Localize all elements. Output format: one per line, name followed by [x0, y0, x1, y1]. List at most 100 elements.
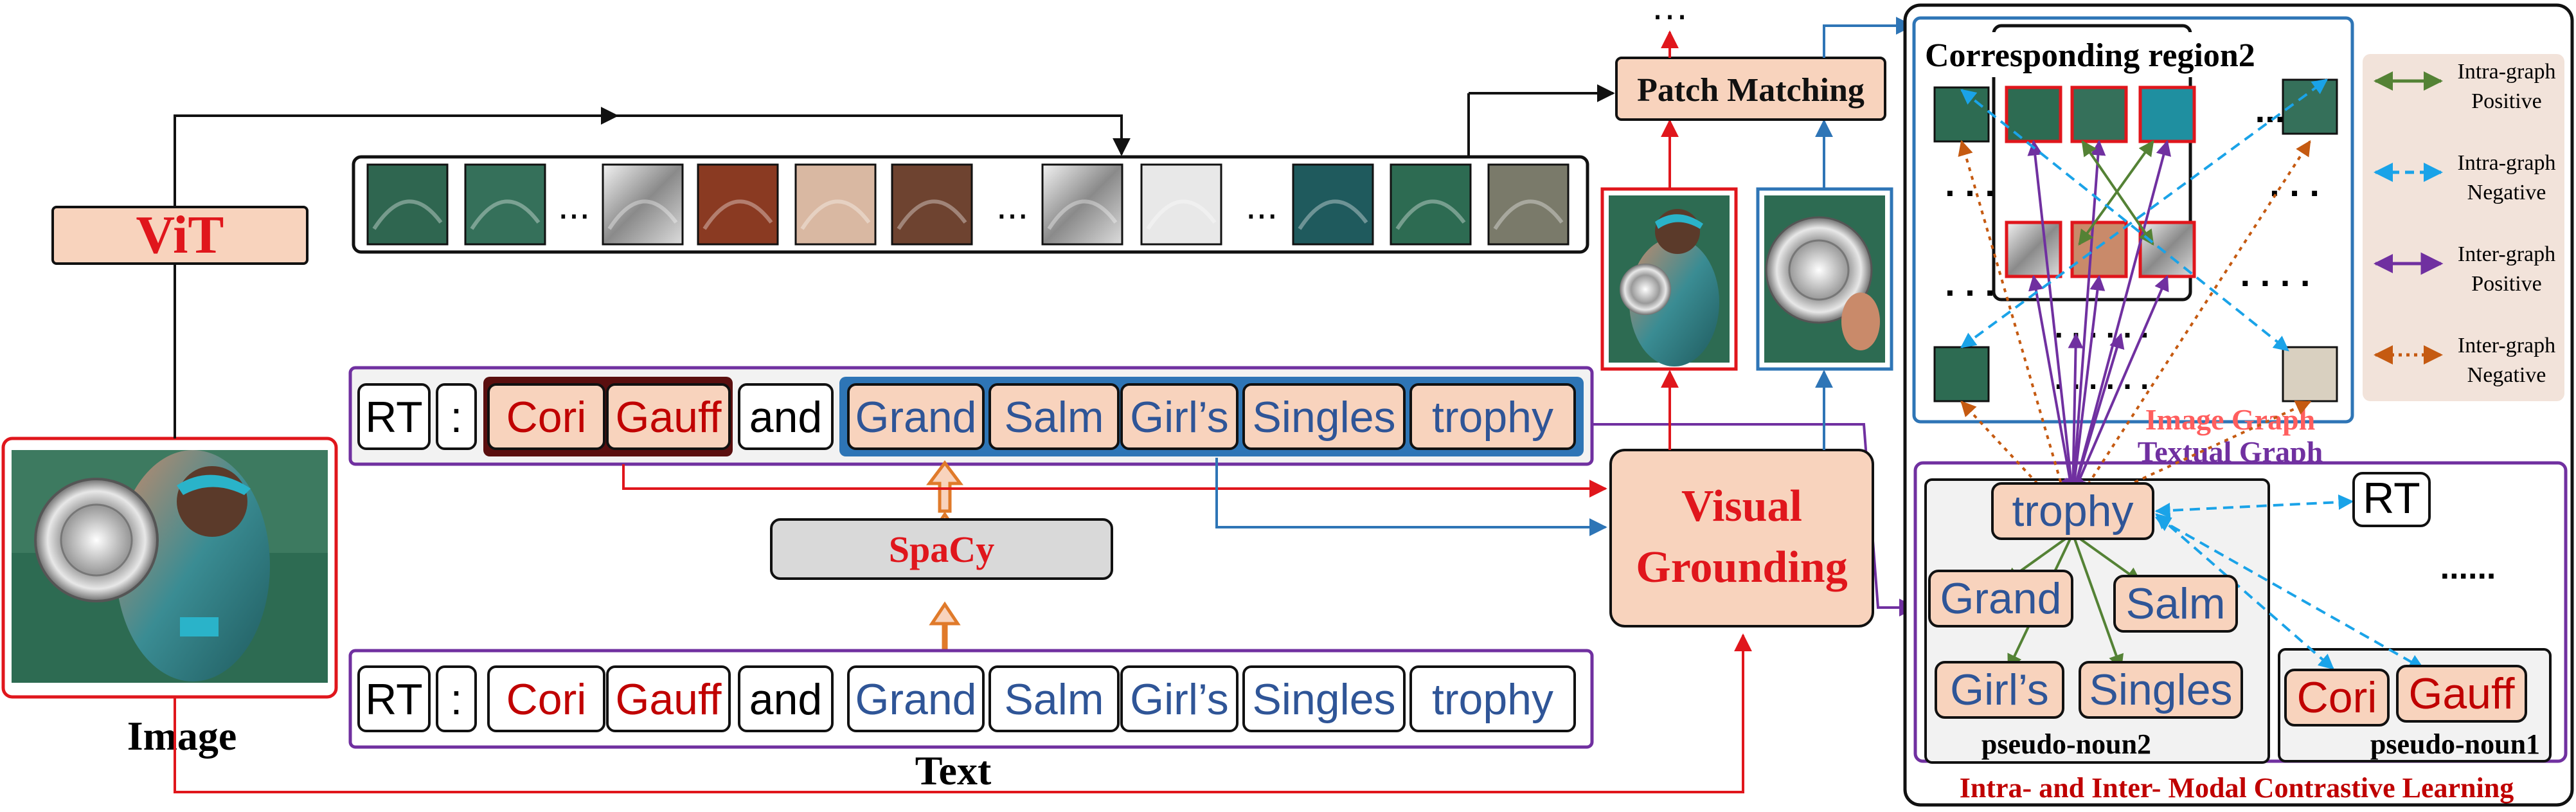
visual-grounding-block: [1609, 449, 1874, 627]
visual-grounding-line1: Visual: [1681, 482, 1802, 531]
token-text: Gauff: [615, 393, 721, 442]
legend-label-line1: Inter-graph: [2458, 242, 2555, 266]
text-node-grand: Grand: [1928, 570, 2073, 627]
text-node-singles: Singles: [2079, 661, 2243, 719]
token-4: and: [738, 383, 834, 450]
text-node-label: Girl’s: [1950, 665, 2049, 714]
text-node-label: trophy: [2012, 487, 2134, 536]
graph-dots-c: ...: [2255, 89, 2285, 130]
token-8: Singles: [1242, 665, 1406, 732]
red-noun-to-grounding-arrow: [622, 464, 1607, 498]
image-to-grounding-arrow: [174, 633, 1752, 793]
vit-to-patches-arrow: [174, 114, 1131, 207]
spacy-up-arrow: [926, 460, 963, 513]
text-node-girls: Girl’s: [1935, 661, 2064, 719]
legend-label-line2: Positive: [2471, 272, 2542, 296]
patch-dots-1: ...: [558, 184, 590, 227]
token-text: :: [451, 675, 463, 724]
patch-tile: [1140, 163, 1222, 246]
token-3: Gauff: [606, 383, 731, 450]
patch-tile: [602, 163, 684, 246]
patch-tile: [1041, 163, 1123, 246]
token-7: Girl’s: [1120, 383, 1239, 450]
patch-dots-2: ...: [996, 184, 1028, 227]
token-text: trophy: [1432, 393, 1553, 442]
footer-title: Intra- and Inter- Modal Contrastive Lear…: [1960, 772, 2514, 804]
vit-block: [51, 206, 309, 265]
token-text: Salm: [1005, 675, 1104, 724]
token-2: Cori: [487, 665, 605, 732]
vit-label: ViT: [136, 205, 224, 265]
graph-patch: [2005, 221, 2062, 278]
token-0: RT: [357, 383, 431, 450]
graph-dots-e: . . . .: [2241, 253, 2311, 294]
intra-positive-edge: [2071, 532, 2142, 583]
patch-sequence: ... ... ...: [352, 155, 1589, 254]
grounded-crop-trophy: [1756, 187, 1893, 371]
patch-tile: [1390, 163, 1472, 246]
graph-patch: [2138, 86, 2196, 143]
text-node-label: Grand: [1940, 574, 2062, 623]
token-6: Salm: [988, 383, 1120, 450]
patch-tile: [697, 163, 779, 246]
more-nodes-dots: ......: [2440, 549, 2496, 586]
patch-tile: [464, 163, 546, 246]
token-9: trophy: [1409, 665, 1576, 732]
graph-patch: [2070, 221, 2128, 278]
token-text: Grand: [855, 675, 977, 724]
text-caption: Text: [915, 748, 992, 793]
patch-tile: [366, 163, 449, 246]
matching-to-image-graph-arrow: [1823, 17, 1914, 58]
matching-ellipsis: …: [1650, 0, 1689, 28]
token-2: Cori: [487, 383, 605, 450]
intra-negative-edge: [2154, 516, 2425, 670]
image-graph-label: Image Graph: [2145, 403, 2316, 436]
legend-label-line2: Positive: [2471, 89, 2542, 113]
token-text: RT: [365, 393, 422, 442]
legend: Intra-graphPositiveIntra-graphNegativeIn…: [2374, 60, 2556, 387]
graph-patch: [2282, 346, 2338, 402]
token-5: Grand: [847, 665, 985, 732]
token-text: :: [451, 393, 463, 442]
token-1: :: [436, 665, 477, 732]
token-6: Salm: [988, 665, 1120, 732]
token-text: trophy: [1432, 675, 1553, 724]
image-caption: Image: [127, 713, 237, 759]
text-node-label: Gauff: [2408, 669, 2514, 718]
token-text: Cori: [506, 675, 587, 724]
graph-dots-f: . . . . . .: [2055, 311, 2149, 345]
token-text: RT: [365, 675, 422, 724]
text-node-gauff: Gauff: [2396, 665, 2527, 723]
spacy-label: SpaCy: [889, 528, 994, 570]
text-node-label: Salm: [2126, 579, 2226, 628]
token-text: and: [749, 675, 822, 724]
graph-edges: [1958, 78, 2425, 671]
text-node-salm: Salm: [2113, 575, 2238, 633]
legend-panel: [2363, 54, 2564, 401]
patch-matching-label: Patch Matching: [1637, 72, 1865, 109]
token-text: Gauff: [615, 675, 721, 724]
legend-label-line1: Intra-graph: [2458, 151, 2556, 175]
input-token-list: RT: Cori Gauff and Grand Salm Girl’s Singles tro…: [357, 665, 1576, 732]
legend-label-line2: Negative: [2467, 181, 2546, 204]
patch-tile: [891, 163, 973, 246]
intra-positive-edge: [2071, 533, 2124, 671]
grounded-crop-person: [1600, 187, 1738, 371]
graph-patch: [2070, 86, 2128, 143]
token-4: and: [738, 665, 834, 732]
input-image-panel: [1, 437, 338, 699]
token-5: Grand: [847, 383, 985, 450]
patch-tile: [1292, 163, 1374, 246]
text-node-label: Cori: [2297, 673, 2377, 722]
token-9: trophy: [1409, 383, 1576, 450]
patch-tile: [794, 163, 877, 246]
token-7: Girl’s: [1120, 665, 1239, 732]
token-text: Girl’s: [1130, 675, 1229, 724]
visual-grounding-line2: Grounding: [1636, 543, 1847, 592]
